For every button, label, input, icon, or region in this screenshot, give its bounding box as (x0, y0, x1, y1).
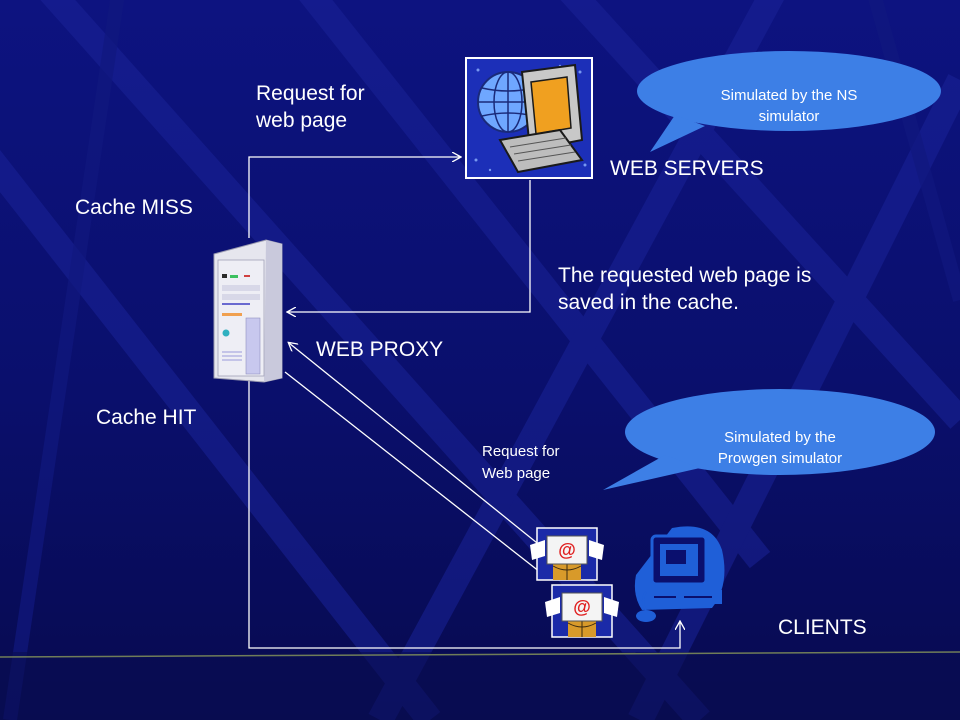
request-for-web-page-label: Request for web page (256, 82, 365, 132)
clients-label: CLIENTS (778, 616, 867, 639)
cache-hit-response-arrow (248, 380, 680, 649)
client-request-arrow-1 (289, 343, 553, 556)
prowgen-simulator-bubble-text: Simulated by the Prowgen simulator (717, 429, 843, 467)
svg-text:@: @ (558, 540, 576, 560)
web-proxy-label: WEB PROXY (316, 338, 444, 361)
ns-simulator-bubble (637, 51, 941, 152)
prowgen-simulator-bubble (603, 389, 935, 490)
email-client-1: @ (530, 527, 604, 581)
web-servers-label: WEB SERVERS (610, 157, 764, 180)
svg-text:@: @ (573, 597, 591, 617)
ns-simulator-bubble-text: Simulated by the NS simulator (720, 87, 858, 125)
saved-in-cache-label: The requested web page is saved in the c… (558, 264, 812, 314)
email-client-2: @ (545, 584, 619, 638)
cache-miss-request-arrow (248, 157, 460, 238)
client-request-arrow-2 (284, 371, 541, 573)
server-response-arrow (288, 180, 531, 312)
client-request-label: Request for Web page (482, 443, 560, 482)
cache-hit-label: Cache HIT (96, 406, 197, 429)
cache-miss-label: Cache MISS (75, 196, 193, 219)
